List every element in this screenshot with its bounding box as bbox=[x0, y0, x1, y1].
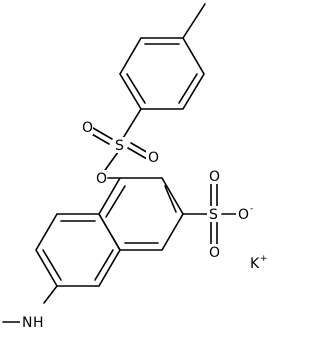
bonds bbox=[2, 3, 238, 323]
bond-ring-n bbox=[43, 285, 58, 304]
naphthalene-left-ring bbox=[35, 213, 121, 287]
atom-potassium: K bbox=[250, 256, 260, 272]
atom-o-sulfonate-anion: O bbox=[238, 207, 249, 223]
atom-o-sulfonyl-bottom: O bbox=[148, 150, 159, 166]
naph-right-inner-2 bbox=[164, 185, 177, 213]
naphthalene-right-ring bbox=[98, 177, 184, 251]
atom-s-tosyl: S bbox=[115, 138, 124, 154]
atom-s-sulfonate: S bbox=[209, 207, 218, 223]
toluene-ring bbox=[119, 37, 205, 110]
structure-svg: O S O O S O O O - N H K + bbox=[2, 3, 268, 331]
molecule-diagram: O S O O S O O O - N H K + bbox=[2, 3, 268, 331]
atom-o-sulfonyl-top: O bbox=[82, 120, 93, 136]
toluene-inner-bond-2 bbox=[126, 73, 146, 104]
toluene-inner-bond-3 bbox=[178, 73, 198, 104]
atom-o-sulfonate-top: O bbox=[209, 169, 220, 185]
bond-s-o-bottom-b bbox=[127, 147, 148, 160]
naph-left-inner-2 bbox=[42, 249, 62, 281]
atom-o-ester: O bbox=[96, 171, 107, 187]
bond-methyl bbox=[182, 3, 206, 39]
potassium-charge: + bbox=[260, 254, 268, 264]
atom-labels: O S O O S O O O - N H K + bbox=[20, 119, 268, 331]
anion-charge: - bbox=[250, 204, 253, 214]
naph-right-inner-1 bbox=[105, 185, 126, 218]
naph-left-inner-3 bbox=[94, 249, 114, 281]
atom-nitrogen: N bbox=[22, 315, 32, 331]
bond-s-o-top-b bbox=[89, 132, 110, 145]
atom-o-sulfonate-bottom: O bbox=[209, 245, 220, 261]
atom-n-hydrogen: H bbox=[33, 315, 44, 331]
bond-s-o-top-a bbox=[92, 127, 113, 140]
bond-s-o-ester bbox=[102, 151, 119, 174]
